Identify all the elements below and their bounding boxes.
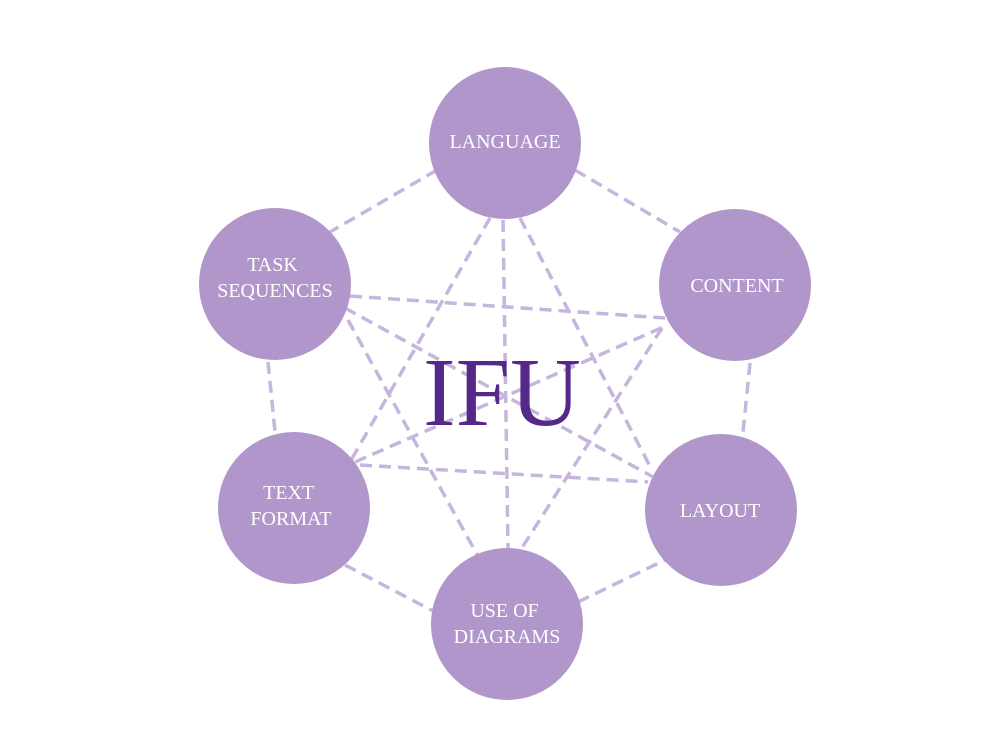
node-layout-label: LAYOUT xyxy=(680,500,760,522)
node-language: LANGUAGE xyxy=(429,67,581,219)
connector-line xyxy=(574,168,681,234)
svg-text:USE OF DIAGRAMS: USE OF DIAGRAMS xyxy=(454,600,561,648)
svg-text:CONTENT: CONTENT xyxy=(690,275,783,297)
connector-line xyxy=(329,168,438,234)
node-task-sequences-label-line2: SEQUENCES xyxy=(217,280,333,302)
center-label: IFU xyxy=(423,339,581,447)
svg-text:LAYOUT: LAYOUT xyxy=(680,500,760,522)
node-text-format-label-line1: TEXT xyxy=(263,482,314,504)
connector-line xyxy=(349,294,666,320)
connector-line xyxy=(741,362,752,433)
connector-line xyxy=(344,306,656,480)
connector-line xyxy=(344,563,436,614)
connector-lines xyxy=(266,168,752,614)
node-layout: LAYOUT xyxy=(645,434,797,586)
node-task-sequences: TASK SEQUENCES xyxy=(199,208,351,360)
connector-line xyxy=(348,217,492,463)
connector-line xyxy=(266,361,277,433)
node-text-format: TEXT FORMAT xyxy=(218,432,370,584)
connector-line xyxy=(346,319,482,561)
svg-text:LANGUAGE: LANGUAGE xyxy=(449,131,560,153)
node-use-of-diagrams-label-line2: DIAGRAMS xyxy=(454,626,561,648)
connector-line xyxy=(501,219,510,549)
node-content: CONTENT xyxy=(659,209,811,361)
connector-line xyxy=(516,327,664,555)
node-use-of-diagrams: USE OF DIAGRAMS xyxy=(431,548,583,700)
connector-line xyxy=(359,463,649,484)
connector-line xyxy=(518,217,654,471)
node-use-of-diagrams-label-line1: USE OF xyxy=(470,600,538,622)
node-language-label: LANGUAGE xyxy=(449,131,560,153)
node-content-label: CONTENT xyxy=(690,275,783,297)
node-task-sequences-label-line1: TASK xyxy=(247,254,298,276)
svg-text:TASK SEQUENCES: TASK SEQUENCES xyxy=(217,254,333,302)
node-text-format-label-line2: FORMAT xyxy=(250,508,331,530)
connector-line xyxy=(577,558,666,604)
svg-text:TEXT FORMAT: TEXT FORMAT xyxy=(250,482,331,530)
